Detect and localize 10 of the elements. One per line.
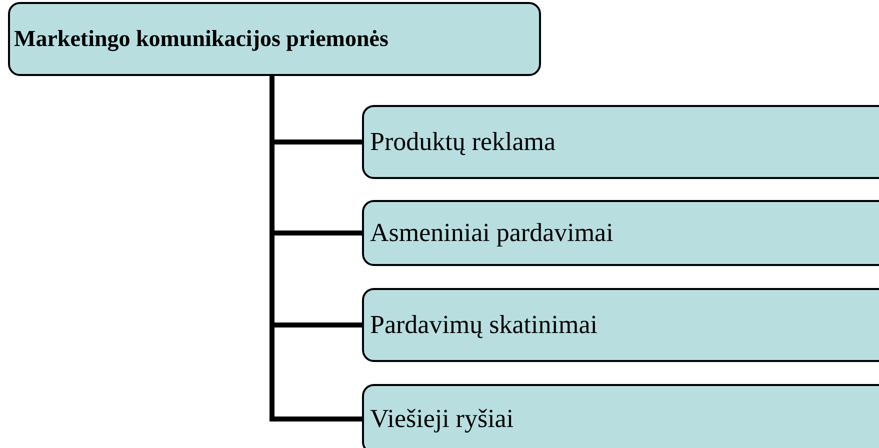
branch-box [362,384,879,448]
item-text: Viešieji ryšiai [370,404,514,434]
branch-box [362,288,879,362]
heading-text: Marketingo komunikacijos priemonės [14,26,388,52]
root-box [8,2,541,76]
item-text: Asmeniniai pardavimai [370,218,614,248]
item-text: Produktų reklama [370,127,556,157]
item-text: Pardavimų skatinimai [370,310,598,340]
branch-box [362,200,879,266]
branch-box [362,105,879,179]
